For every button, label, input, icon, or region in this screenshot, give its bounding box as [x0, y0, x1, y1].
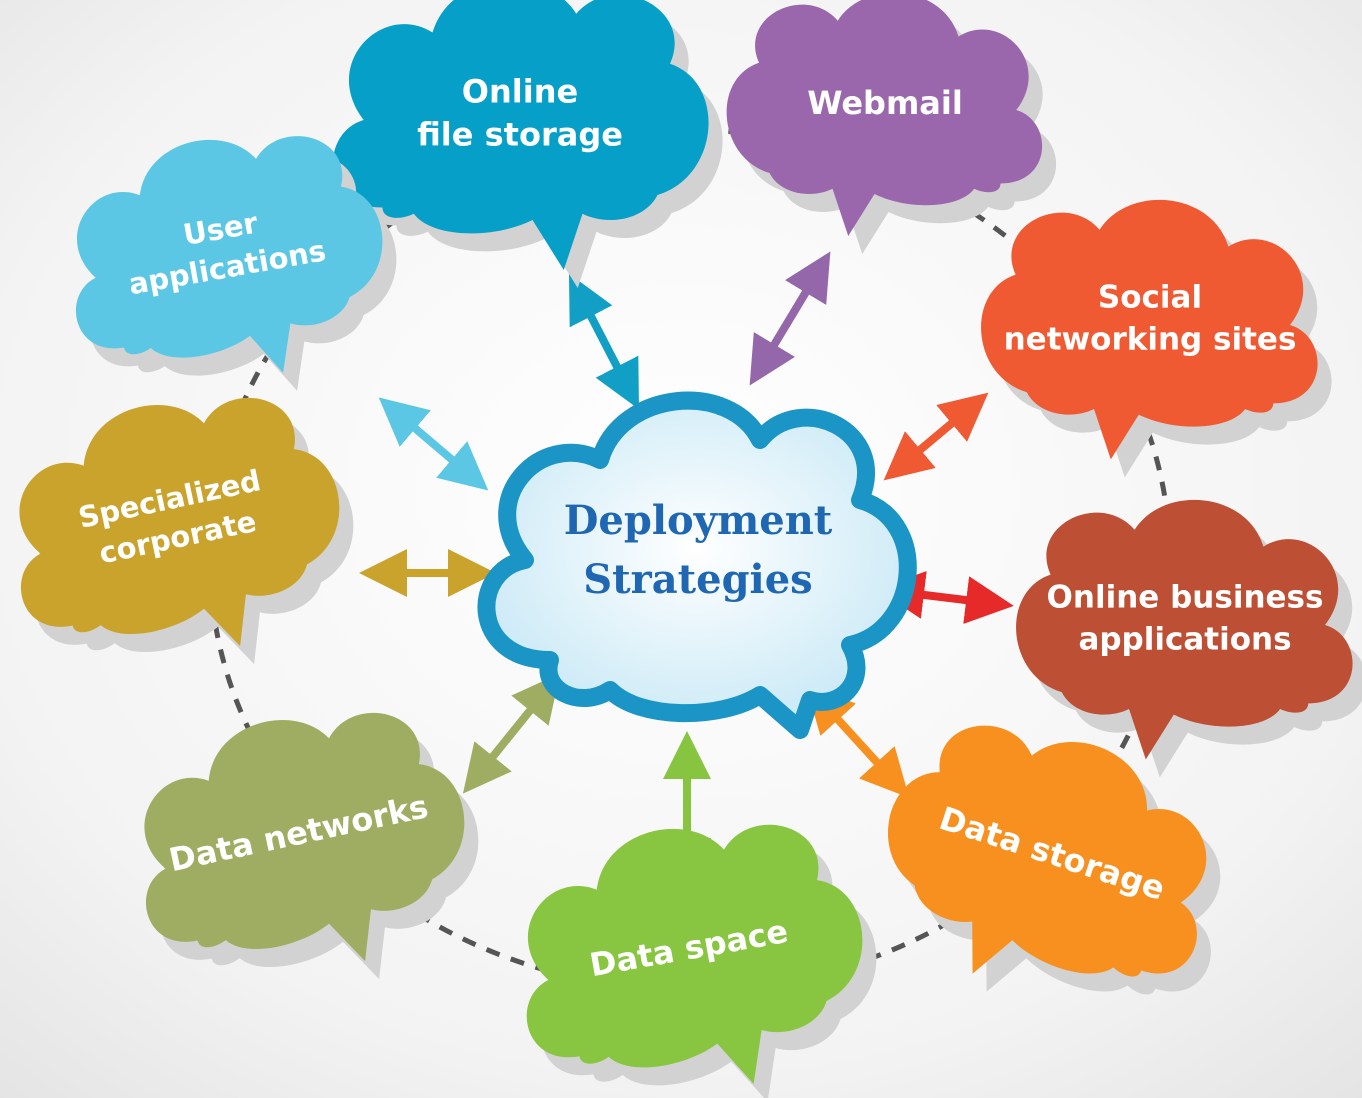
cloud-data-storage: Data storage: [888, 725, 1221, 995]
cloud-webmail: Webmail: [726, 0, 1057, 254]
arrow-webmail: [749, 251, 831, 386]
cloud-label-line: Social: [1098, 280, 1202, 316]
cloud-label-line: file storage: [417, 116, 623, 154]
cloud-data-networks: Data networks: [144, 713, 479, 980]
center-cloud: Deployment Strategies: [477, 391, 917, 739]
arrow-data-networks: [462, 673, 561, 794]
cloud-shape: [75, 136, 383, 373]
center-cloud-shape: [477, 391, 917, 739]
cloud-shape: [1016, 499, 1353, 760]
arrow-online-file-storage: [568, 273, 640, 410]
arrow-social-networking-sites: [883, 392, 989, 481]
center-title-line2: Strategies: [583, 556, 812, 603]
cloud-label-line: applications: [1078, 621, 1291, 657]
arrow-online-business-applications: [876, 571, 1014, 624]
cloud-shape: [19, 398, 340, 647]
cloud-shape: [726, 0, 1043, 236]
cloud-label-line: Online: [462, 72, 578, 110]
cloud-label-line: Online business: [1047, 580, 1324, 616]
cloud-shape: [888, 725, 1207, 977]
cloud-label-line: Webmail: [807, 84, 963, 122]
cloud-social-networking-sites: Social networking sites: [981, 199, 1332, 478]
cloud-online-file-storage: Online file storage: [333, 0, 723, 288]
cloud-label-line: networking sites: [1004, 321, 1297, 357]
cloud-online-business-applications: Online business applications: [1016, 499, 1362, 778]
arrow-data-storage: [805, 684, 910, 798]
cloud-shape: [333, 0, 709, 270]
cloud-shape: [144, 713, 465, 962]
cloud-shape: [526, 824, 863, 1084]
cloud-shape: [981, 199, 1318, 460]
arrow-user-applications: [378, 397, 489, 491]
center-title-line1: Deployment: [564, 497, 833, 544]
cloud-data-space: Data space: [526, 824, 877, 1098]
